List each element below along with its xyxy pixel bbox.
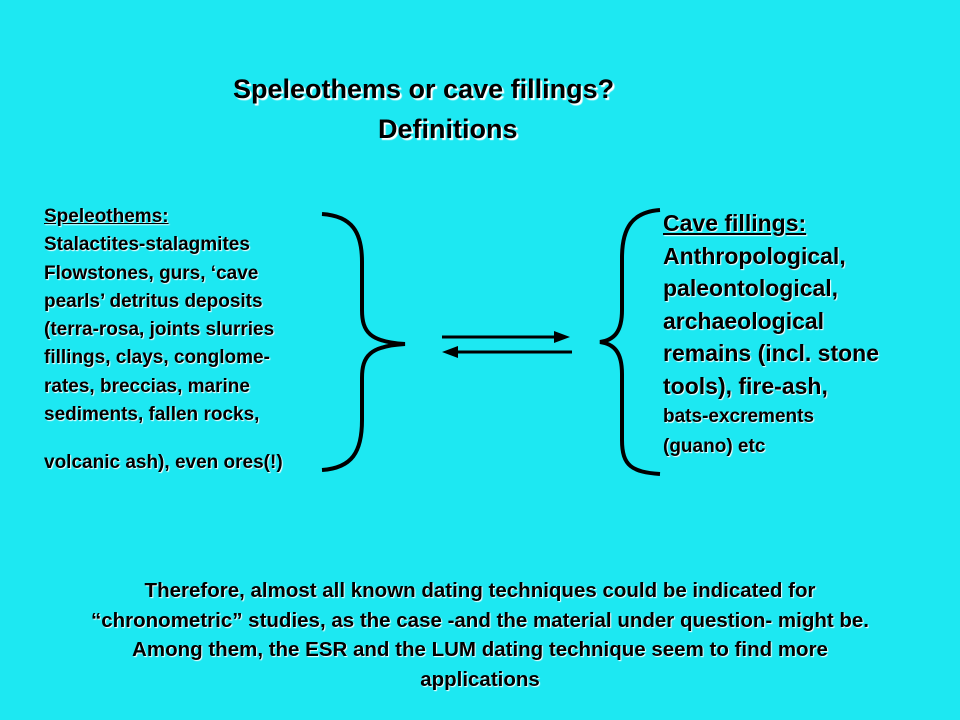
right-arrow-icon [442, 331, 570, 343]
slide-subtitle: Definitions [378, 114, 518, 144]
conclusion-line: applications [420, 667, 540, 691]
cave-fillings-line: remains (incl. stone [663, 340, 880, 366]
cave-fillings-heading: Cave fillings: [663, 210, 807, 236]
cave-fillings-line-small: bats-excrements [663, 406, 815, 427]
left-arrow-icon [442, 346, 572, 358]
cave-fillings-line: tools), fire-ash, [663, 372, 828, 399]
cave-fillings-definition: Cave fillings: Anthropological, paleonto… [663, 207, 953, 461]
speleothems-line: (terra-rosa, joints slurries [44, 319, 275, 341]
cave-fillings-line-small: (guano) etc [663, 435, 766, 457]
conclusion-line: Therefore, almost all known dating techn… [144, 579, 816, 602]
speleothems-heading: Speleothems: [44, 206, 169, 227]
speleothems-line: fillings, clays, conglome- [44, 347, 270, 369]
right-curly-brace-icon [321, 212, 406, 472]
speleothems-line: rates, breccias, marine [44, 375, 250, 397]
speleothems-line: Stalactites-stalagmites [44, 234, 250, 256]
cave-fillings-line: archaeological [663, 307, 825, 334]
conclusion-line: “chronometric” studies, as the case -and… [90, 608, 870, 632]
speleothems-line: sediments, fallen rocks, [44, 404, 260, 426]
conclusion-text: Therefore, almost all known dating techn… [0, 576, 960, 694]
left-curly-brace-icon [599, 208, 661, 476]
speleothems-definition: Speleothems: Stalactites-stalagmites Flo… [44, 203, 364, 478]
speleothems-line: Flowstones, gurs, ‘cave [44, 262, 259, 284]
slide-title: Speleothems or cave fillings? [233, 74, 615, 104]
speleothems-last-line: volcanic ash), even ores(!) [44, 452, 283, 474]
conclusion-line: Among them, the ESR and the LUM dating t… [132, 638, 828, 661]
cave-fillings-line: paleontological, [663, 275, 839, 301]
cave-fillings-line: Anthropological, [663, 242, 846, 269]
speleothems-line: pearls’ detritus deposits [44, 290, 263, 312]
